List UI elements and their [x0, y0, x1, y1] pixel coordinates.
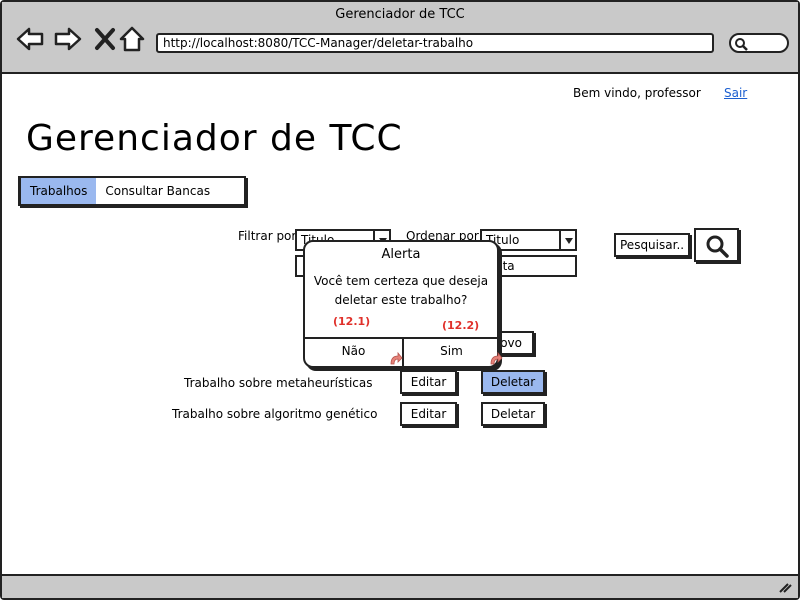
filter-label: Filtrar por [238, 229, 297, 243]
logout-link[interactable]: Sair [724, 86, 748, 100]
yes-button[interactable]: Sim [440, 344, 463, 358]
dialog-button-divider [402, 337, 404, 368]
order-select[interactable]: Titulo [480, 229, 577, 251]
link-arrow-icon [490, 352, 503, 365]
edit-button[interactable]: Editar [400, 402, 457, 426]
tab-bar: Trabalhos Consultar Bancas [18, 176, 246, 206]
back-icon[interactable] [16, 25, 44, 53]
welcome-text: Bem vindo, professor [573, 86, 701, 100]
search-icon [735, 38, 748, 51]
search-input[interactable]: Pesquisar.. [614, 233, 690, 257]
dialog-message: Você tem certeza que deseja deletar este… [313, 274, 489, 307]
page-title: Gerenciador de TCC [26, 118, 403, 159]
work-title: Trabalho sobre metaheurísticas [184, 376, 373, 390]
resize-grip-icon[interactable] [778, 581, 792, 593]
browser-chrome: Gerenciador de TCC http://localhost:8080… [2, 2, 798, 74]
forward-icon[interactable] [54, 25, 82, 53]
order-label: Ordenar por [406, 229, 479, 243]
browser-search[interactable] [729, 33, 789, 53]
search-input-placeholder: Pesquisar.. [620, 238, 685, 252]
search-button[interactable] [694, 228, 739, 262]
link-arrow-icon [390, 352, 403, 365]
tab-consultar-bancas[interactable]: Consultar Bancas [105, 184, 211, 198]
delete-button[interactable]: Deletar [481, 402, 545, 426]
home-icon[interactable] [118, 25, 146, 53]
confirm-dialog: Alerta Você tem certeza que deseja delet… [303, 240, 503, 368]
tab-trabalhos[interactable]: Trabalhos [21, 178, 97, 204]
search-icon [706, 235, 729, 258]
work-title: Trabalho sobre algoritmo genético [172, 407, 378, 421]
status-bar [2, 574, 798, 598]
annotation-no: (12.1) [333, 315, 371, 328]
dialog-title: Alerta [381, 247, 421, 262]
delete-button[interactable]: Deletar [481, 370, 545, 394]
window-title: Gerenciador de TCC [335, 7, 465, 22]
annotation-yes: (12.2) [442, 319, 480, 332]
dialog-divider [303, 337, 499, 339]
edit-button[interactable]: Editar [400, 370, 457, 394]
chevron-down-icon [559, 229, 577, 251]
close-icon[interactable] [92, 25, 120, 53]
address-bar[interactable]: http://localhost:8080/TCC-Manager/deleta… [156, 33, 714, 53]
no-button[interactable]: Não [341, 344, 366, 358]
